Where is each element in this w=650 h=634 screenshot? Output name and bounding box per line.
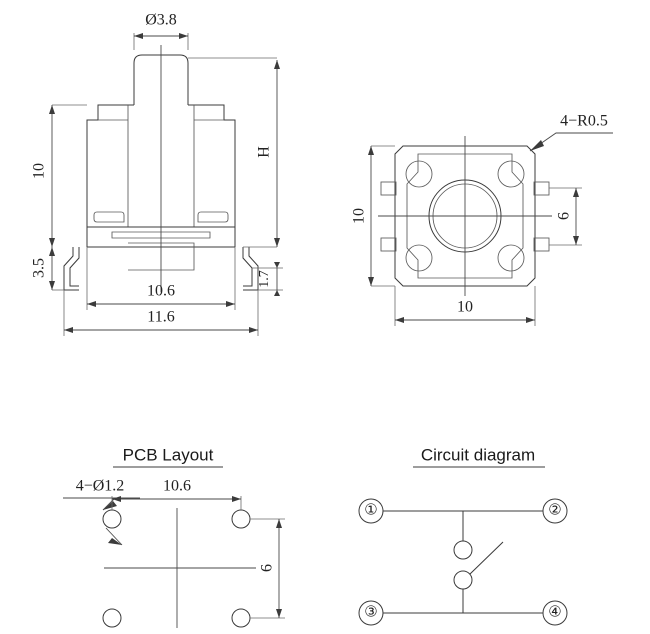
arrow-right <box>179 33 188 39</box>
note-hole-diameter: 4−Ø1.2 <box>76 478 125 495</box>
terminal-tab-right-bottom <box>533 237 550 252</box>
dim-total-height: H <box>256 146 273 158</box>
switch-lever <box>469 541 504 575</box>
dim-body-height: 10 <box>31 163 48 179</box>
note-corner-radius: 4−R0.5 <box>560 113 608 130</box>
pcb-hole-note-leader2 <box>105 527 123 546</box>
arrow-up-h <box>274 60 280 69</box>
body-inner-lines <box>98 105 224 227</box>
arrow-w-left <box>87 301 96 307</box>
arrow-radius-note <box>530 140 544 151</box>
lead-foot-ext <box>252 267 283 291</box>
arrow-ow-right <box>249 327 258 333</box>
arrow-down-h <box>274 238 280 247</box>
arrow-pcb-x-left <box>112 496 121 502</box>
terminal-tab-left-top <box>380 181 397 196</box>
terminal-label-3: ③ <box>364 604 377 620</box>
corner-circle-tl <box>405 160 433 188</box>
base-ledge <box>111 231 211 239</box>
corner-circle-tr <box>497 160 525 188</box>
dim-body-depth: 10 <box>351 208 368 224</box>
circuit-diagram-view: Circuit diagram ① ② ③ ④ <box>358 445 568 626</box>
arrow-tv-right <box>526 317 535 323</box>
front-elevation-view: Ø3.8 10 H 3.5 1.7 10.6 <box>31 12 283 336</box>
arrow-foot-bot <box>274 290 280 296</box>
arrow-pcb-y-bot <box>276 609 282 618</box>
arrow-six-bot <box>573 236 579 245</box>
switch-contact-upper <box>453 540 473 560</box>
pcb-layout-view: PCB Layout 4−Ø1.2 10.6 6 <box>63 445 285 628</box>
dim-overall-width: 11.6 <box>147 309 174 326</box>
radius-note-leader <box>529 132 613 152</box>
dim-plunger-diameter: Ø3.8 <box>145 12 177 29</box>
arrow-left <box>134 33 143 39</box>
arrow-foot-top <box>274 262 280 268</box>
arrow-down-35 <box>49 281 55 290</box>
pcb-hole-bl <box>102 608 122 628</box>
arrow-ow-left <box>64 327 73 333</box>
arrow-pcb-y-top <box>276 519 282 528</box>
arrow-pcb-note <box>103 501 117 510</box>
corner-circle-br <box>497 244 525 272</box>
terminal-tab-left-bottom <box>380 237 397 252</box>
arrow-w-right <box>226 301 235 307</box>
terminal-label-4: ④ <box>548 604 561 620</box>
arrow-up <box>49 105 55 114</box>
latch-tab-left <box>93 211 125 223</box>
lead-left <box>63 247 80 291</box>
arrow-tv-up <box>368 146 374 155</box>
arrow-tv-down <box>368 277 374 286</box>
pcb-hole-br <box>231 608 251 628</box>
inner-octagon <box>406 153 524 279</box>
latch-tab-right <box>197 211 229 223</box>
pcb-hole-tl <box>102 509 122 529</box>
dim-hole-pitch-x: 10.6 <box>163 478 191 495</box>
lead-right <box>242 247 259 291</box>
circuit-diagram-title: Circuit diagram <box>421 445 535 464</box>
dim-hole-pitch-y: 6 <box>259 564 276 572</box>
arrow-tv-left <box>395 317 404 323</box>
arrow-down <box>49 238 55 247</box>
arrow-pcb-x-right <box>232 496 241 502</box>
pcb-layout-title: PCB Layout <box>123 445 214 464</box>
dim-body-length: 10 <box>457 299 473 316</box>
switch-contact-lower <box>453 570 473 590</box>
terminal-label-2: ② <box>548 502 561 518</box>
dim-lead-foot: 1.7 <box>257 270 272 288</box>
arrow-up-35 <box>49 247 55 256</box>
arrow-six-top <box>573 188 579 197</box>
top-plan-view: 4−R0.5 10 10 6 <box>351 113 613 326</box>
dim-body-width: 10.6 <box>147 283 175 300</box>
terminal-tab-right-top <box>533 181 550 196</box>
dim-lead-height: 3.5 <box>31 258 48 278</box>
dim-terminal-pitch: 6 <box>556 212 573 220</box>
arrow-pcb-note2 <box>108 538 122 545</box>
corner-circle-bl <box>405 244 433 272</box>
pcb-hole-tr <box>231 509 251 529</box>
terminal-label-1: ① <box>364 502 377 518</box>
